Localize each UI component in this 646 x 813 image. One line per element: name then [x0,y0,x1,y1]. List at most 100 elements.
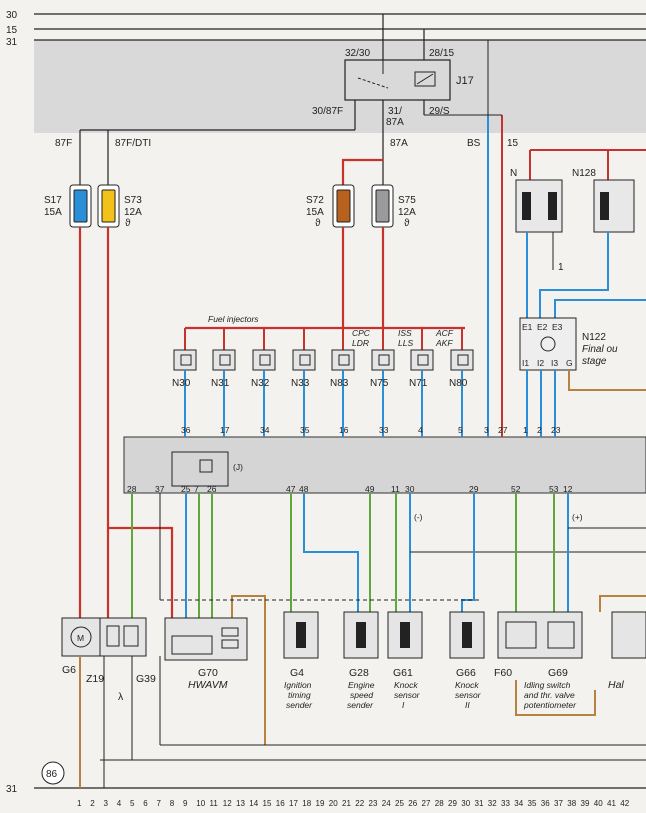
column-number: 10 [196,799,205,808]
g70-desc: HWAVM [188,679,228,691]
ecu-bottom-pin: 37 [155,484,165,494]
n122-pin-i2: I2 [537,358,544,368]
component-g61 [387,611,423,659]
ecu-top-pin: 35 [300,425,310,435]
valve-label: N31 [211,378,230,389]
valve-n75: N75 [370,328,395,437]
valve-cap-ldr: LDR [352,338,369,348]
ecu-bottom-pin: 48 [299,484,309,494]
f60-label: F60 [494,667,512,679]
fuse-s73-rating: 12A [124,207,142,218]
valve-n83: N83 [330,328,355,437]
ecu-internal-relay [171,451,229,487]
column-number: 35 [528,799,537,808]
g4-label: G4 [290,667,304,679]
coil-n128-label: N128 [572,168,596,179]
g28-desc-2: speed [350,690,373,700]
rail-31-bottom-label: 31 [6,784,18,795]
relay-pin-87a: 87A [386,117,404,128]
n122-pin-e2: E2 [537,322,548,332]
fuse-s72-rating: 15A [306,207,324,218]
hall-desc: Hal [608,679,624,691]
valve-n31: N31 [211,328,236,437]
n122-desc-1: Final ou [582,344,618,355]
column-number: 3 [104,799,109,808]
fuse-s72-name: S72 [306,195,324,206]
valve-label: N83 [330,378,349,389]
wire-coil-n128-signal [539,232,609,318]
ecu-top-pin: 2 [537,425,542,435]
column-number: 26 [408,799,417,808]
ecu-top-pin: 34 [260,425,270,435]
lambda-symbol: λ [118,691,124,703]
n122-pin-g: G [566,358,573,368]
fuse-s75-name: S75 [398,195,416,206]
rail-30-label: 30 [6,10,18,21]
wire-coil-3-signal [554,299,646,318]
fuse-s73-name: S73 [124,195,142,206]
svg-text:M: M [77,633,84,643]
coil-n-label: N [510,168,517,179]
fuse-s17-name: S17 [44,195,62,206]
ignition-coil-n [515,179,563,233]
component-z19-g39 [99,617,147,657]
ecu-bottom-pin: 25 [181,484,191,494]
ecu-internal-label: (J) [233,462,243,472]
column-number: 40 [594,799,603,808]
g4-desc-2: timing [288,690,311,700]
column-number: 13 [236,799,245,808]
column-number: 41 [607,799,616,808]
ecu-bottom-pin: 52 [511,484,521,494]
fuse-s17 [69,184,92,228]
valve-cap-cpc: CPC [352,328,371,338]
relay-j17 [344,14,451,155]
g61-label: G61 [393,667,413,679]
wire-87a-red [341,158,383,185]
g6-label: G6 [62,664,76,676]
component-g69 [497,611,583,659]
ground-point-label: 86 [46,769,58,780]
final-output-stage-n122 [519,317,577,371]
fuse-s17-rating: 15A [44,207,62,218]
valve-n33: N33 [291,328,316,437]
column-number: 2 [90,799,95,808]
n122-pin-e3: E3 [552,322,563,332]
ecu-top-pin: 27 [498,425,508,435]
n122-pin-i3: I3 [551,358,558,368]
column-number: 14 [249,799,258,808]
relay-pin-31: 31/ [388,106,402,117]
valve-cap-acf: ACF [435,328,454,338]
valve-label: N33 [291,378,310,389]
valve-n30: N30 [172,328,197,437]
line-87a-label: 87A [390,138,408,149]
column-number: 39 [581,799,590,808]
column-number: 24 [382,799,391,808]
component-g66 [449,611,485,659]
ecu-top-pin: 23 [551,425,561,435]
g28-desc-3: sender [347,700,374,710]
column-number: 7 [157,799,162,808]
ecu-top-pin: 1 [523,425,528,435]
fuse-s75 [371,184,394,228]
injectors-title: Fuel injectors [208,314,259,324]
column-number: 30 [461,799,470,808]
column-number: 34 [514,799,523,808]
column-number: 15 [263,799,272,808]
ecu-bottom-pin: 47 [286,484,296,494]
valve-n80: N80 [449,328,474,437]
valve-label: N80 [449,378,468,389]
n122-desc-2: stage [582,356,607,367]
ecu-internal-coil [199,459,213,473]
z19-label: Z19 [86,673,104,685]
n122-pin-e1: E1 [522,322,533,332]
line-87fdti-label: 87F/DTI [115,138,151,149]
control-unit-box [123,436,646,494]
ecu-bottom-pin: 30 [405,484,415,494]
line-bs-label: BS [467,138,481,149]
relay-name: J17 [456,75,474,87]
n122-name: N122 [582,332,606,343]
column-number: 42 [620,799,629,808]
column-number: 17 [289,799,298,808]
